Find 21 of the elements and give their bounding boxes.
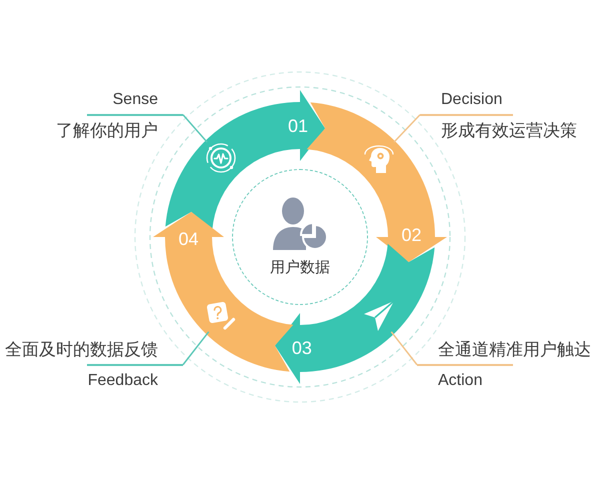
stage-title: Feedback xyxy=(88,370,158,390)
pulse-icon xyxy=(205,142,238,174)
stage-title: Decision xyxy=(441,90,502,110)
leader-line xyxy=(390,331,418,366)
stage-title: Action xyxy=(438,370,482,390)
step-number: 01 xyxy=(288,116,308,135)
stage-title: Sense xyxy=(112,90,158,110)
stage-description: 全面及时的数据反馈 xyxy=(5,339,158,361)
stage-description: 全通道精准用户触达 xyxy=(438,339,591,361)
leader-line xyxy=(393,114,421,143)
step-number: 04 xyxy=(178,230,199,248)
hub-label: 用户数据 xyxy=(270,258,330,278)
step-number: 03 xyxy=(292,339,312,358)
stage-description: 了解你的用户 xyxy=(56,120,158,142)
step-number: 02 xyxy=(401,226,422,244)
leader-line xyxy=(182,331,210,366)
question-note-icon xyxy=(205,300,238,332)
ring-segment xyxy=(165,90,326,231)
paper-plane-icon xyxy=(362,300,395,332)
leader-line xyxy=(182,114,208,143)
stage-description: 形成有效运营决策 xyxy=(441,120,577,142)
